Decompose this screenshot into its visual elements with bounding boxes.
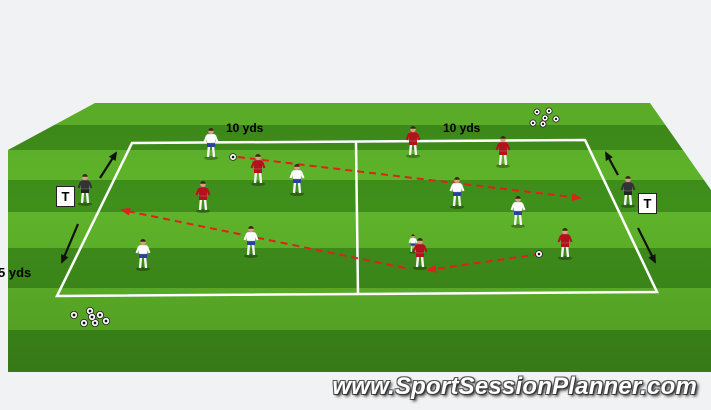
soccer-ball-icon <box>533 108 541 116</box>
white-player <box>135 239 151 271</box>
field-outline <box>54 138 659 298</box>
distance-label-top-left: 10 yds <box>226 121 264 135</box>
run-arrow <box>99 151 118 179</box>
soccer-ball-icon <box>88 312 97 321</box>
pass-arrow <box>120 207 406 269</box>
pass-arrow <box>426 253 541 273</box>
goalkeeper <box>620 176 636 208</box>
goalkeeper <box>77 174 93 206</box>
red-player <box>405 126 421 158</box>
red-player <box>412 238 428 270</box>
red-player <box>557 228 573 260</box>
distance-label-top-right: 10 yds <box>443 121 481 135</box>
red-player <box>195 181 211 213</box>
red-player <box>495 136 511 168</box>
field-lines <box>54 138 659 298</box>
keeper-run-arrows <box>60 151 656 264</box>
soccer-ball-icon <box>70 310 79 319</box>
run-arrow <box>605 151 619 176</box>
soccer-ball-icon <box>552 115 560 123</box>
soccer-ball-icon <box>535 250 543 258</box>
soccer-ball-icon <box>545 107 553 115</box>
soccer-ball-icon <box>539 120 547 128</box>
halfway-line <box>354 141 360 295</box>
run-arrow <box>637 227 656 264</box>
watermark: www.SportSessionPlanner.com <box>332 373 697 400</box>
run-arrow <box>60 223 80 264</box>
red-player <box>250 154 266 186</box>
soccer-ball-icon <box>102 316 111 325</box>
soccer-ball-icon <box>96 310 105 319</box>
pass-arrow <box>237 156 582 202</box>
white-player <box>203 128 219 160</box>
white-player <box>289 164 305 196</box>
white-player <box>449 177 465 209</box>
ball-piles <box>70 107 560 327</box>
soccer-ball-icon <box>80 318 89 327</box>
target-label-right: T <box>638 193 657 214</box>
soccer-ball-icon <box>91 318 100 327</box>
soccer-ball-icon <box>229 153 237 161</box>
white-player <box>510 196 526 228</box>
players <box>77 126 636 271</box>
target-label-left: T <box>56 186 75 207</box>
soccer-ball-icon <box>529 119 537 127</box>
soccer-ball-icon <box>541 114 549 122</box>
pass-arrows <box>120 156 582 273</box>
distance-label-side: 5 yds <box>0 265 32 280</box>
white-player <box>243 226 259 258</box>
